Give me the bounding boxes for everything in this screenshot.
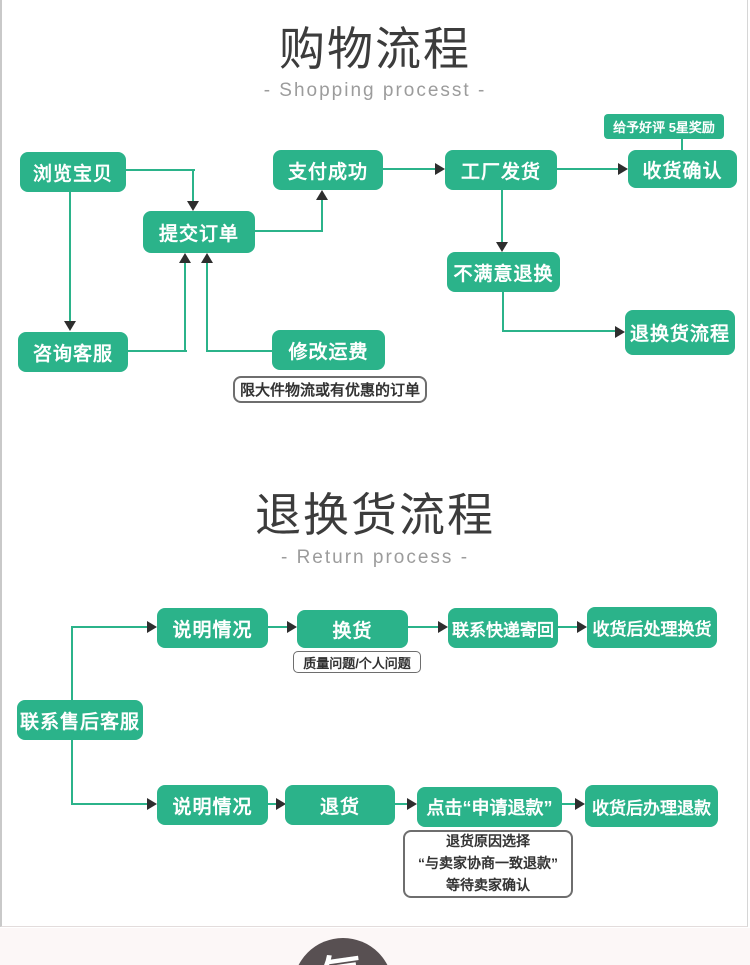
connector-line <box>128 350 187 352</box>
arrow-right-icon <box>618 163 628 175</box>
arrow-up-icon <box>316 190 328 200</box>
arrow-down-icon <box>64 321 76 331</box>
flow2-node-handle-exchange: 收货后处理换货 <box>587 607 717 648</box>
shopping-section-subtitle: - Shopping processt - <box>263 80 487 101</box>
arrow-down-icon <box>496 242 508 252</box>
flow1-freight-note: 限大件物流或有优惠的订单 <box>233 376 427 403</box>
flow1-node-browse: 浏览宝贝 <box>20 152 126 192</box>
connector-line <box>206 262 208 352</box>
connector-line <box>557 168 619 170</box>
flow2-node-exchange: 换货 <box>297 610 408 648</box>
flow1-node-modify-freight: 修改运费 <box>272 330 385 370</box>
flow2-node-explain-bottom: 说明情况 <box>157 785 268 825</box>
flow1-praise-tag: 给予好评 5星奖励 <box>604 114 724 139</box>
arrow-right-icon <box>287 621 297 633</box>
arrow-down-icon <box>187 201 199 211</box>
arrow-right-icon <box>276 798 286 810</box>
connector-line <box>69 192 71 322</box>
flow2-refund-note: 退货原因选择 “与卖家协商一致退款” 等待卖家确认 <box>403 830 573 898</box>
arrow-right-icon <box>435 163 445 175</box>
connector-line <box>321 199 323 232</box>
connector-line <box>126 169 195 171</box>
arrow-right-icon <box>407 798 417 810</box>
flow2-node-apply-refund: 点击“申请退款” <box>417 787 562 827</box>
connector-line <box>501 190 503 243</box>
connector-line <box>206 350 272 352</box>
flow2-node-return-goods: 退货 <box>285 785 395 825</box>
flow1-node-return-process: 退换货流程 <box>625 310 735 355</box>
connector-line <box>395 803 409 805</box>
flow1-node-confirm-receipt: 收货确认 <box>628 150 737 188</box>
refund-note-line: “与卖家协商一致退款” <box>418 855 558 872</box>
flow2-node-courier-return: 联系快递寄回 <box>448 608 558 648</box>
arrow-up-icon <box>201 253 213 263</box>
brand-logo-glyph: 气 <box>314 937 371 965</box>
connector-line <box>71 803 148 805</box>
arrow-right-icon <box>438 621 448 633</box>
flow1-node-unsatisfied-return: 不满意退换 <box>447 252 560 292</box>
connector-line <box>502 292 504 332</box>
return-section-subtitle: - Return process - <box>280 547 470 568</box>
shopping-section-title: 购物流程 <box>279 23 471 75</box>
connector-line <box>184 262 186 352</box>
flow1-node-submit-order: 提交订单 <box>143 211 255 253</box>
arrow-up-icon <box>179 253 191 263</box>
connector-line <box>192 169 194 202</box>
connector-line <box>71 627 73 701</box>
flow1-node-consult-service: 咨询客服 <box>18 332 128 372</box>
connector-line <box>383 168 436 170</box>
connector-line <box>71 740 73 805</box>
arrow-right-icon <box>147 621 157 633</box>
flow2-exchange-note: 质量问题/个人问题 <box>293 651 421 673</box>
flow1-node-pay-success: 支付成功 <box>273 150 383 190</box>
refund-note-line: 等待卖家确认 <box>446 876 530 893</box>
arrow-right-icon <box>577 621 587 633</box>
arrow-right-icon <box>147 798 157 810</box>
arrow-right-icon <box>575 798 585 810</box>
flow2-node-explain-top: 说明情况 <box>157 608 268 648</box>
connector-line <box>558 626 579 628</box>
connector-line <box>502 330 616 332</box>
flow2-node-handle-refund: 收货后办理退款 <box>585 785 718 827</box>
connector-line <box>255 230 323 232</box>
connector-line <box>562 803 577 805</box>
connector-line <box>681 138 683 152</box>
arrow-right-icon <box>615 326 625 338</box>
connector-line <box>408 626 439 628</box>
connector-line <box>268 803 278 805</box>
flow2-node-contact-service: 联系售后客服 <box>17 700 143 740</box>
return-section-title: 退换货流程 <box>255 489 495 541</box>
refund-note-line: 退货原因选择 <box>446 833 530 850</box>
flow1-node-factory-ship: 工厂发货 <box>445 150 557 190</box>
connector-line <box>268 626 289 628</box>
connector-line <box>71 626 148 628</box>
